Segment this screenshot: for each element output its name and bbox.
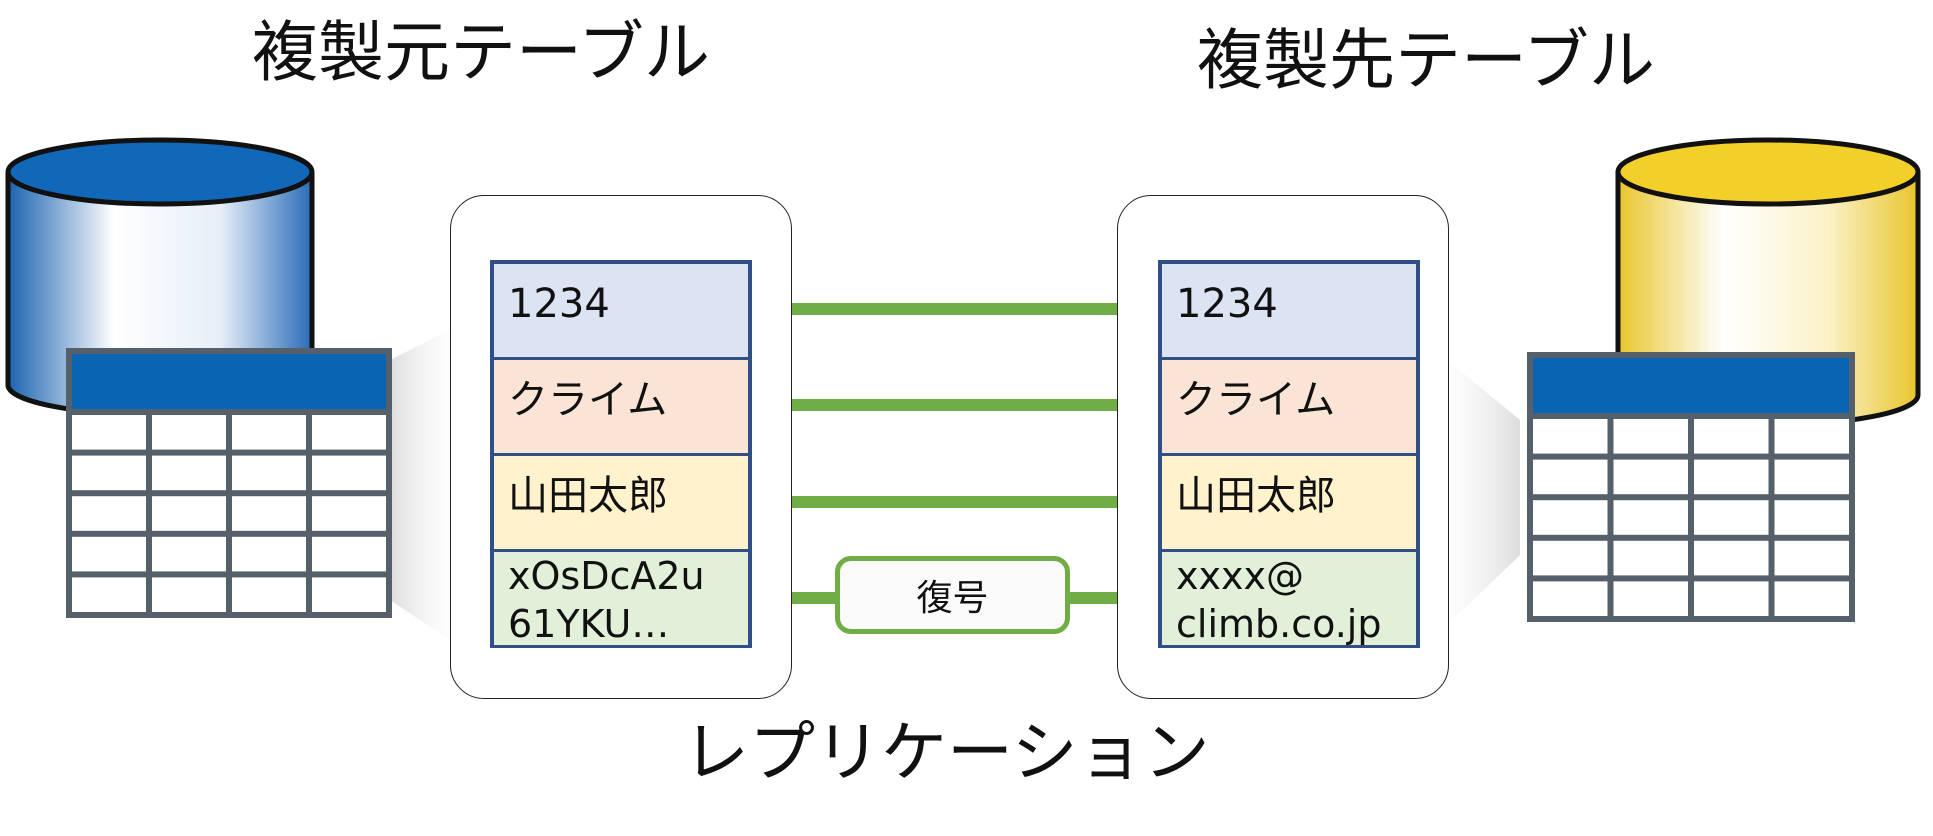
source-field-id: 1234 (494, 264, 748, 360)
source-field-company: クライム (494, 360, 748, 456)
destination-record: 1234 クライム 山田太郎 xxxx@ climb.co.jp (1158, 260, 1420, 648)
table-grid-cell (152, 577, 226, 612)
decrypt-label: 復号 (916, 578, 989, 619)
table-grid-cell (1613, 581, 1688, 616)
table-grid-cell (72, 577, 146, 612)
source-projection (390, 330, 450, 640)
table-header-bar (72, 354, 386, 409)
table-grid-cell (232, 496, 306, 531)
table-grid-cell (152, 496, 226, 531)
table-grid-cell (312, 577, 386, 612)
source-field-name: 山田太郎 (494, 456, 748, 552)
destination-field-name: 山田太郎 (1162, 456, 1416, 552)
table-grid-cell (1533, 459, 1608, 495)
table-grid-cell (232, 536, 306, 572)
decrypt-step: 復号 (835, 556, 1070, 634)
destination-table-title: 複製先テーブル (1197, 22, 1656, 99)
destination-field-company: クライム (1162, 360, 1416, 456)
table-grid-cell (1533, 540, 1608, 576)
table-grid-cell (232, 455, 306, 491)
destination-field-decrypted-email: xxxx@ climb.co.jp (1162, 552, 1416, 645)
table-grid-cell (72, 455, 146, 491)
table-grid-cell (152, 536, 226, 572)
table-grid-cell (1694, 500, 1769, 535)
destination-projection (1447, 360, 1520, 625)
table-grid-cell (1613, 459, 1688, 495)
table-grid-cell (1694, 540, 1769, 576)
table-grid-cell (312, 496, 386, 531)
table-grid-cell (1694, 419, 1769, 454)
table-grid-cell (152, 415, 226, 450)
table-grid-cell (1774, 540, 1849, 576)
table-grid-cell (1774, 459, 1849, 495)
table-grid-cell (1694, 459, 1769, 495)
destination-table-icon (1527, 352, 1855, 622)
table-grid-cell (1774, 419, 1849, 454)
destination-field-id: 1234 (1162, 264, 1416, 360)
table-grid-cell (72, 536, 146, 572)
table-grid-cell (1774, 581, 1849, 616)
table-grid-cell (312, 455, 386, 491)
source-table-icon (66, 348, 392, 618)
source-table-title: 複製元テーブル (252, 14, 711, 91)
table-grid-cell (1533, 581, 1608, 616)
table-grid-cell (1613, 540, 1688, 576)
table-grid-cell (1533, 500, 1608, 535)
table-grid-cell (72, 496, 146, 531)
table-grid-cell (232, 577, 306, 612)
table-grid-cell (312, 536, 386, 572)
source-record: 1234 クライム 山田太郎 xOsDcA2u 61YKU… (490, 260, 752, 648)
table-grid-cell (1694, 581, 1769, 616)
source-field-encrypted-email: xOsDcA2u 61YKU… (494, 552, 748, 645)
table-grid-cell (72, 415, 146, 450)
table-grid-cell (1613, 500, 1688, 535)
table-grid-cell (312, 415, 386, 450)
table-grid-cell (1774, 500, 1849, 535)
table-grid-cell (152, 455, 226, 491)
table-grid-cell (1533, 419, 1608, 454)
replication-caption: レプリケーション (683, 714, 1210, 791)
table-grid-cell (1613, 419, 1688, 454)
table-grid-cell (232, 415, 306, 450)
table-header-bar (1533, 358, 1849, 413)
